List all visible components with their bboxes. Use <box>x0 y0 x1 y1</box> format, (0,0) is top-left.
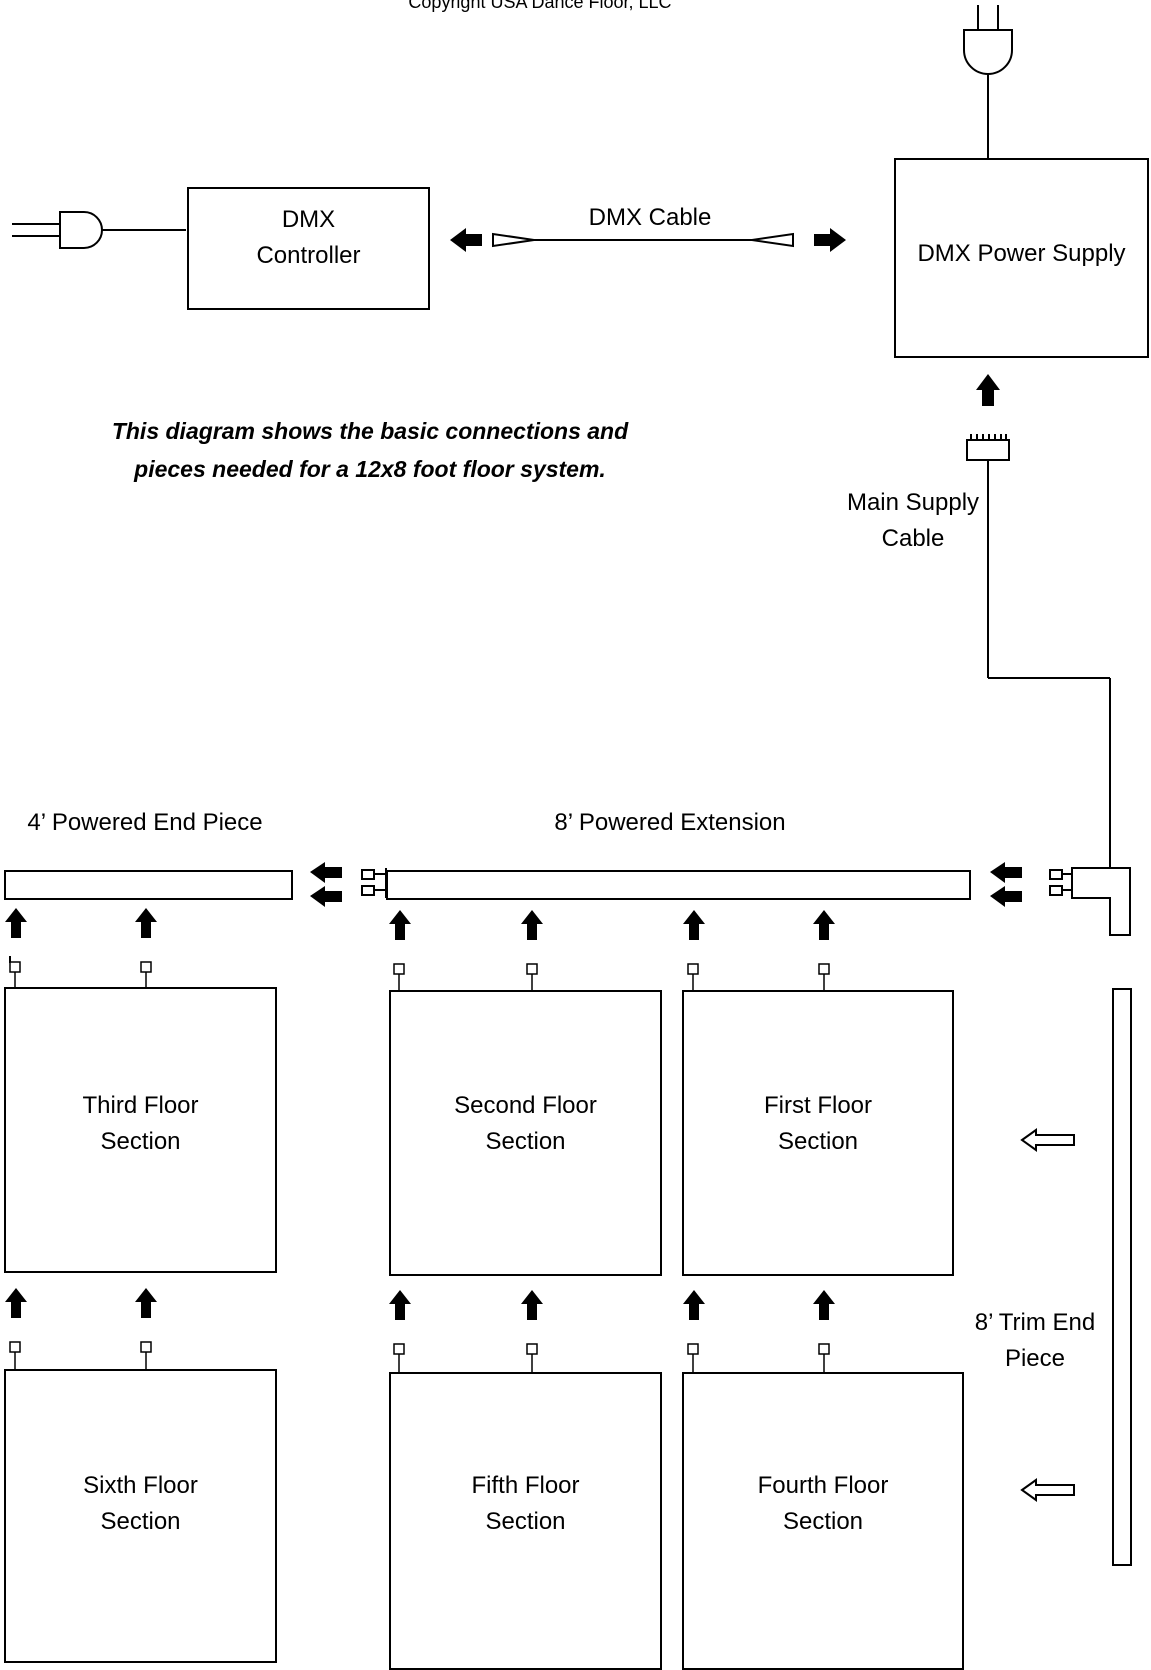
second-floor-section-box <box>389 990 662 1276</box>
outline-arrow-icons <box>1022 1130 1074 1500</box>
section-connector-tabs <box>10 962 829 1373</box>
third-floor-section-label: Third Floor Section <box>82 1092 199 1155</box>
main-supply-connector-icon <box>967 434 1009 460</box>
powered-extension-label: 8’ Powered Extension <box>554 809 786 836</box>
fifth-floor-section-box <box>389 1372 662 1670</box>
cable-junction-connector-icon <box>1072 868 1130 935</box>
sixth-floor-section-box <box>4 1369 277 1663</box>
controller-power-plug-icon <box>12 212 186 248</box>
first-floor-section-box <box>682 990 954 1276</box>
powered-end-piece-box <box>4 870 293 900</box>
third-floor-section-box <box>4 987 277 1273</box>
first-floor-section-label: First Floor Section <box>764 1092 872 1155</box>
fourth-floor-section-box <box>682 1372 964 1670</box>
dmx-controller-label: DMX Controller <box>256 206 361 269</box>
copyright-text: Copyright USA Dance Floor, LLC <box>408 0 672 12</box>
fourth-floor-section-label: Fourth Floor Section <box>757 1472 889 1535</box>
second-floor-section-label: Second Floor Section <box>454 1092 597 1155</box>
powered-end-piece-label: 4’ Powered End Piece <box>27 809 263 836</box>
dmx-power-supply-box <box>894 158 1149 358</box>
powered-extension-box <box>386 870 971 900</box>
main-supply-cable-label: Main Supply Cable <box>846 489 980 552</box>
trim-end-piece-label: 8’ Trim End Piece <box>974 1309 1096 1372</box>
main-supply-cable-line <box>988 458 1110 868</box>
dmx-cable-label: DMX Cable <box>588 204 712 231</box>
dmx-power-supply-label: DMX Power Supply <box>917 240 1126 267</box>
fifth-floor-section-label: Fifth Floor Section <box>471 1472 580 1535</box>
trim-end-piece-box <box>1112 988 1132 1566</box>
dmx-controller-box <box>187 187 430 310</box>
sixth-floor-section-label: Sixth Floor Section <box>83 1472 198 1535</box>
extension-end-connector-icon <box>362 868 386 898</box>
power-supply-plug-icon <box>964 5 1012 158</box>
dmx-cable-icon <box>493 234 793 246</box>
diagram-note: This diagram shows the basic connections… <box>111 418 629 482</box>
arrow-icons <box>5 228 1022 1320</box>
